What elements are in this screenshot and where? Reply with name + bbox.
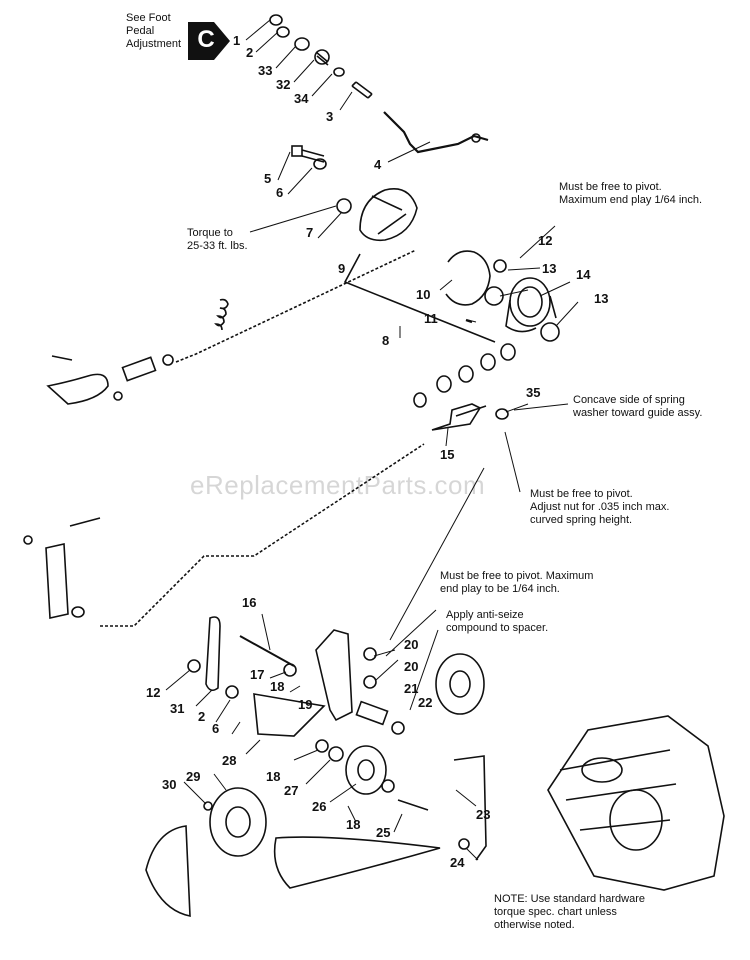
note-free-pivot-nut: Must be free to pivot. Adjust nut for .0… — [530, 488, 670, 526]
callout-32: 32 — [276, 77, 291, 92]
callout-5: 5 — [264, 171, 272, 186]
callout-18-upper: 18 — [270, 679, 285, 694]
note-hardware: NOTE: Use standard hardware torque spec.… — [494, 893, 646, 931]
callout-23: 23 — [476, 807, 491, 822]
note-free-pivot-lower: Must be free to pivot. Maximum end play … — [440, 570, 594, 595]
callout-3: 3 — [326, 109, 334, 124]
engine-assembly — [547, 715, 725, 891]
callout-33: 33 — [258, 63, 273, 78]
callout-2-lower: 2 — [198, 709, 206, 724]
callout-10: 10 — [416, 287, 431, 302]
callout-8: 8 — [382, 333, 390, 348]
callout-12-lower: 12 — [146, 685, 161, 700]
bolt-and-washer — [291, 145, 327, 170]
note-foot-pedal: See Foot Pedal Adjustment — [126, 12, 182, 50]
callout-7: 7 — [306, 225, 314, 240]
callout-25: 25 — [376, 825, 391, 840]
callout-19: 19 — [298, 697, 313, 712]
brake-drum-parts — [445, 250, 560, 342]
callout-30: 30 — [162, 777, 177, 792]
callout-35: 35 — [526, 385, 541, 400]
callout-34: 34 — [294, 91, 309, 106]
callout-9: 9 — [338, 261, 346, 276]
note-concave: Concave side of spring washer toward gui… — [573, 394, 703, 419]
callout-2: 2 — [246, 45, 254, 60]
callout-14: 14 — [576, 267, 591, 282]
callout-18-lower: 18 — [346, 817, 361, 832]
pedal-rod-part — [351, 81, 489, 154]
mount-bracket — [453, 755, 487, 861]
callout-4: 4 — [374, 157, 382, 172]
note-anti-seize: Apply anti-seize compound to spacer. — [446, 609, 549, 634]
small-nut-parts — [269, 14, 345, 77]
leader-lines — [165, 19, 579, 861]
callout-26: 26 — [312, 799, 327, 814]
lower-bracket-assembly — [187, 616, 485, 737]
callout-28: 28 — [222, 753, 237, 768]
callout-18-middle: 18 — [266, 769, 281, 784]
callout-11: 11 — [424, 311, 438, 326]
callout-20-top: 20 — [404, 637, 419, 652]
guide-rod — [23, 443, 425, 627]
callout-12: 12 — [538, 233, 553, 248]
callout-13-bottom: 13 — [594, 291, 609, 306]
note-torque: Torque to 25-33 ft. lbs. — [187, 227, 248, 252]
brake-band-assembly — [336, 188, 496, 343]
adjustment-badge-letter: C — [197, 26, 215, 53]
callout-21: 21 — [404, 681, 419, 696]
callout-13-top: 13 — [542, 261, 557, 276]
callout-15: 15 — [440, 447, 455, 462]
callout-22: 22 — [418, 695, 433, 710]
callout-1: 1 — [233, 33, 241, 48]
watermark: eReplacementParts.com — [190, 470, 486, 500]
callout-17: 17 — [250, 667, 265, 682]
callout-31: 31 — [170, 701, 185, 716]
callout-24: 24 — [450, 855, 465, 870]
callout-27: 27 — [284, 783, 299, 798]
pulley-group — [145, 739, 441, 917]
spring-washer-stack — [413, 343, 516, 431]
callout-16: 16 — [242, 595, 257, 610]
callout-29: 29 — [186, 769, 201, 784]
callout-6: 6 — [276, 185, 284, 200]
note-free-pivot-top: Must be free to pivot. Maximum end play … — [559, 181, 703, 206]
callout-20-bottom: 20 — [404, 659, 419, 674]
link-rod-and-spring — [46, 249, 417, 405]
callout-6-lower: 6 — [212, 721, 220, 736]
